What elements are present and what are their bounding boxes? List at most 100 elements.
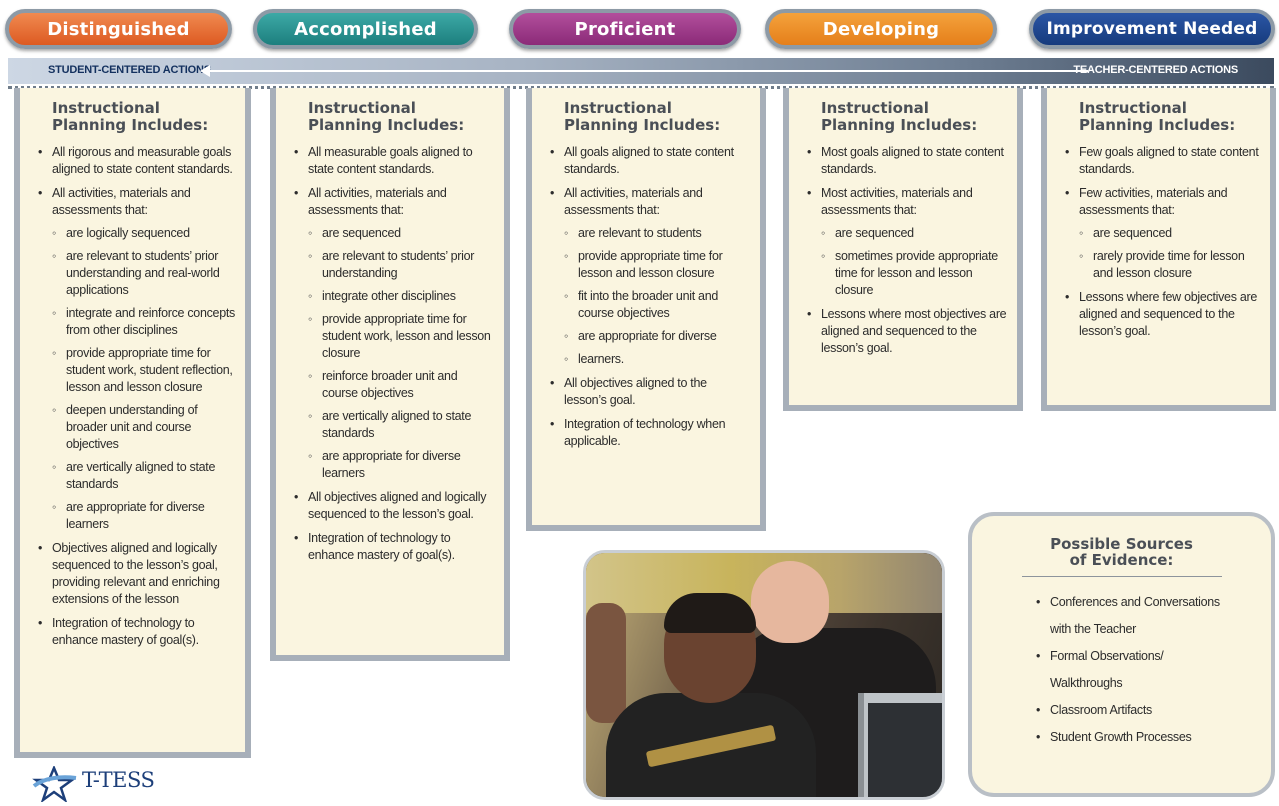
continuum-bar: STUDENT-CENTERED ACTIONS TEACHER-CENTERE…: [8, 58, 1274, 84]
criteria-text: Integration of technology when applicabl…: [564, 417, 726, 448]
criteria-item: Most goals aligned to state content stan…: [803, 144, 1007, 178]
classroom-photo: [583, 550, 945, 800]
criteria-item: All objectives aligned and logically seq…: [290, 489, 494, 523]
sub-criteria-item: are relevant to students: [546, 225, 750, 242]
criteria-item: Lessons where few objectives are aligned…: [1061, 289, 1260, 340]
column-heading: Instructional Planning Includes:: [52, 99, 209, 134]
sub-criteria-item: deepen understanding of broader unit and…: [34, 402, 235, 453]
criteria-text: Lessons where few objectives are aligned…: [1079, 290, 1257, 338]
star-logo-icon: [32, 766, 77, 802]
criteria-text: All activities, materials and assessment…: [308, 186, 447, 217]
evidence-box: Possible Sources of Evidence: Conference…: [968, 512, 1275, 797]
criteria-item: Few goals aligned to state content stand…: [1061, 144, 1260, 178]
criteria-text: All activities, materials and assessment…: [564, 186, 703, 217]
sub-criteria-item: are sequenced: [290, 225, 494, 242]
sub-criteria-item: fit into the broader unit and course obj…: [546, 288, 750, 322]
criteria-item: Integration of technology to enhance mas…: [290, 530, 494, 564]
evidence-item-continued: Walkthroughs: [1050, 676, 1123, 690]
sub-criteria-item: provide appropriate time for lesson and …: [546, 248, 750, 282]
sub-criteria-item: are sequenced: [803, 225, 1007, 242]
column-heading: Instructional Planning Includes:: [1079, 99, 1236, 134]
evidence-divider: [1021, 576, 1222, 577]
level-developing: Developing: [765, 9, 997, 49]
evidence-item-continued: with the Teacher: [1050, 622, 1136, 636]
evidence-heading: Possible Sources of Evidence:: [988, 536, 1255, 568]
criteria-list: Most goals aligned to state content stan…: [803, 144, 1007, 357]
sub-criteria-item: provide appropriate time for student wor…: [34, 345, 235, 396]
criteria-text: All objectives aligned to the lesson’s g…: [564, 376, 707, 407]
criteria-text: All activities, materials and assessment…: [52, 186, 191, 217]
criteria-item: All activities, materials and assessment…: [34, 185, 235, 533]
evidence-heading-line2: of Evidence:: [1069, 551, 1174, 569]
criteria-list: All measurable goals aligned to state co…: [290, 144, 494, 564]
sub-criteria-list: are logically sequenced are relevant to s…: [34, 225, 235, 533]
evidence-item: Formal Observations/: [1036, 643, 1255, 670]
sub-criteria-item: are sequenced: [1061, 225, 1260, 242]
sub-criteria-list: are sequenced are relevant to students’ p…: [290, 225, 494, 482]
sub-criteria-item: are relevant to students’ prior understa…: [34, 248, 235, 299]
column-developing: Instructional Planning Includes: Most goa…: [783, 88, 1023, 411]
sub-criteria-list: are sequenced sometimes provide appropria…: [803, 225, 1007, 299]
criteria-text: Few goals aligned to state content stand…: [1079, 145, 1259, 176]
criteria-item: Few activities, materials and assessment…: [1061, 185, 1260, 282]
criteria-list: All rigorous and measurable goals aligne…: [34, 144, 235, 649]
level-accomplished: Accomplished: [253, 9, 478, 49]
column-distinguished: Instructional Planning Includes: All rigo…: [14, 88, 251, 758]
criteria-text: All objectives aligned and logically seq…: [308, 490, 487, 521]
criteria-item: All activities, materials and assessment…: [290, 185, 494, 482]
criteria-text: Most goals aligned to state content stan…: [821, 145, 1004, 176]
criteria-text: All goals aligned to state content stand…: [564, 145, 734, 176]
column-accomplished: Instructional Planning Includes: All meas…: [270, 88, 510, 661]
sub-criteria-item: integrate and reinforce concepts from ot…: [34, 305, 235, 339]
evidence-item: Conferences and Conversations: [1036, 589, 1255, 616]
criteria-item: Most activities, materials and assessmen…: [803, 185, 1007, 299]
criteria-item: Lessons where most objectives are aligne…: [803, 306, 1007, 357]
column-heading: Instructional Planning Includes:: [308, 99, 465, 134]
sub-criteria-item: are appropriate for diverse learners: [34, 499, 235, 533]
criteria-text: Objectives aligned and logically sequenc…: [52, 541, 220, 606]
dotted-divider: [8, 86, 1274, 89]
sub-criteria-item: are appropriate for diverse learners: [290, 448, 494, 482]
criteria-item: Integration of technology to enhance mas…: [34, 615, 235, 649]
student-centered-label: STUDENT-CENTERED ACTIONS: [48, 64, 211, 76]
sub-criteria-item: provide appropriate time for student wor…: [290, 311, 494, 362]
sub-criteria-item: are logically sequenced: [34, 225, 235, 242]
sub-criteria-item: integrate other disciplines: [290, 288, 494, 305]
sub-criteria-item: are vertically aligned to state standard…: [290, 408, 494, 442]
criteria-text: All rigorous and measurable goals aligne…: [52, 145, 233, 176]
criteria-item: Objectives aligned and logically sequenc…: [34, 540, 235, 608]
criteria-item: All rigorous and measurable goals aligne…: [34, 144, 235, 178]
column-proficient: Instructional Planning Includes: All goal…: [526, 88, 766, 531]
criteria-text: Most activities, materials and assessmen…: [821, 186, 973, 217]
criteria-text: Few activities, materials and assessment…: [1079, 186, 1228, 217]
sub-criteria-item: rarely provide time for lesson and lesso…: [1061, 248, 1260, 282]
evidence-heading-line1: Possible Sources: [1050, 535, 1193, 553]
evidence-list: Conferences and Conversations with the Te…: [988, 589, 1255, 751]
criteria-item: Integration of technology when applicabl…: [546, 416, 750, 450]
continuum-arrow-icon: [200, 65, 1088, 77]
criteria-text: Integration of technology to enhance mas…: [308, 531, 455, 562]
sub-criteria-item: are appropriate for diverse: [546, 328, 750, 345]
criteria-item: All goals aligned to state content stand…: [546, 144, 750, 178]
logo-text: T-TESS: [82, 768, 155, 792]
level-distinguished: Distinguished: [5, 9, 232, 49]
sub-criteria-item: are relevant to students’ prior understa…: [290, 248, 494, 282]
criteria-list: All goals aligned to state content stand…: [546, 144, 750, 450]
criteria-item: All activities, materials and assessment…: [546, 185, 750, 368]
sub-criteria-item: reinforce broader unit and course object…: [290, 368, 494, 402]
column-heading: Instructional Planning Includes:: [821, 99, 978, 134]
criteria-text: Integration of technology to enhance mas…: [52, 616, 199, 647]
criteria-text: All measurable goals aligned to state co…: [308, 145, 473, 176]
evidence-item: Classroom Artifacts: [1036, 697, 1255, 724]
column-heading: Instructional Planning Includes:: [564, 99, 721, 134]
column-improvement-needed: Instructional Planning Includes: Few goal…: [1041, 88, 1276, 411]
sub-criteria-item: sometimes provide appropriate time for l…: [803, 248, 1007, 299]
criteria-item: All measurable goals aligned to state co…: [290, 144, 494, 178]
level-proficient: Proficient: [509, 9, 741, 49]
criteria-list: Few goals aligned to state content stand…: [1061, 144, 1260, 340]
evidence-item: Student Growth Processes: [1036, 724, 1255, 751]
level-improvement-needed: Improvement Needed: [1029, 9, 1275, 49]
sub-criteria-item: are vertically aligned to state standard…: [34, 459, 235, 493]
criteria-text: Lessons where most objectives are aligne…: [821, 307, 1007, 355]
t-tess-logo: T-TESS: [30, 766, 170, 804]
